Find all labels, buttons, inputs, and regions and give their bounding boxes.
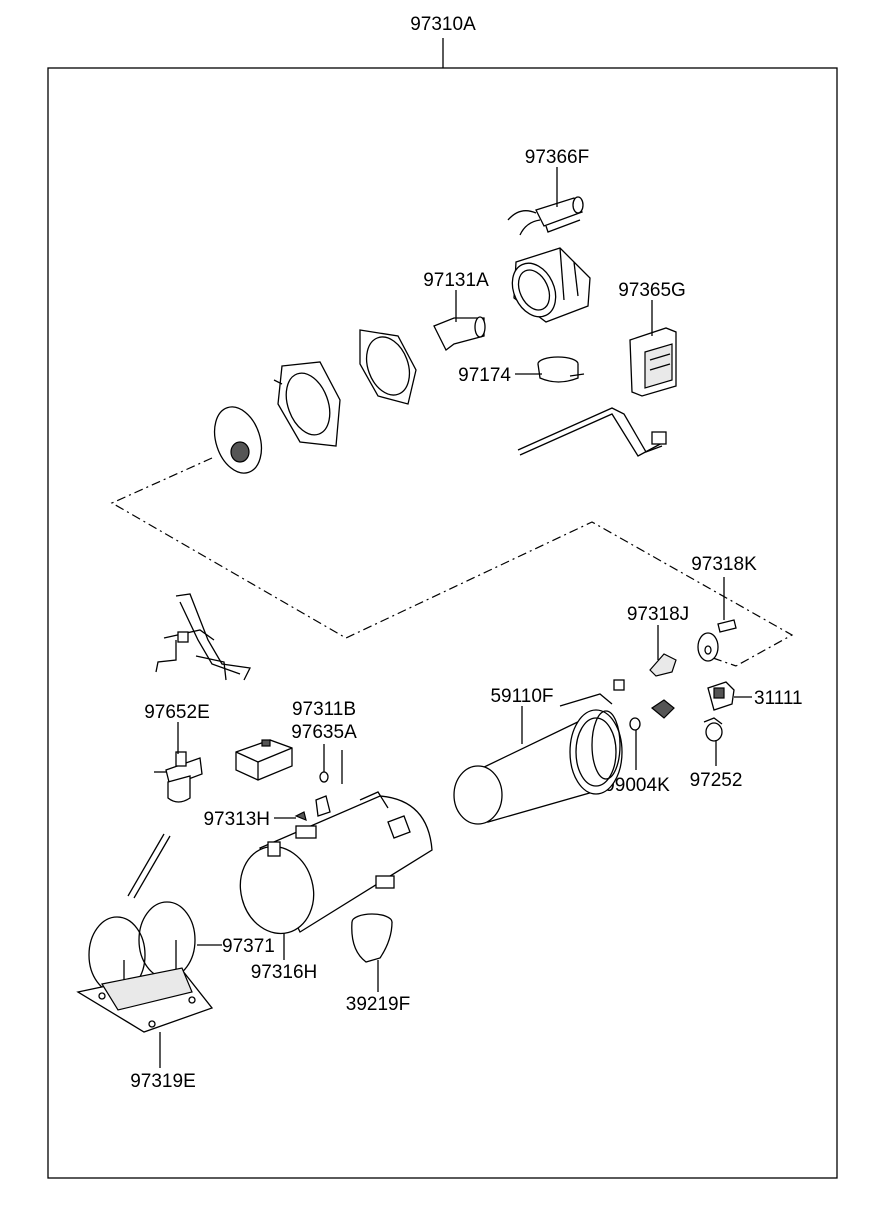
part-97319E-drawing <box>76 967 214 1033</box>
blower-housing-drawing <box>273 361 341 447</box>
label-97635A[interactable]: 97635A <box>291 722 357 743</box>
part-97318J-drawing <box>649 653 677 677</box>
sensor-plug-drawing <box>650 699 675 719</box>
part-97652E-drawing <box>154 751 203 803</box>
label-39219F[interactable]: 39219F <box>346 994 410 1015</box>
combustion-housing-drawing <box>511 247 591 323</box>
part-97131A-drawing <box>433 316 486 351</box>
label-97365G[interactable]: 97365G <box>618 280 686 301</box>
label-97366F[interactable]: 97366F <box>525 147 589 168</box>
label-31111[interactable]: 31111 <box>754 688 803 709</box>
part-97311B-drawing <box>235 739 293 781</box>
small-pipe-drawing <box>133 835 171 899</box>
part-97252-drawing <box>703 717 723 742</box>
label-97311B[interactable]: 97311B <box>292 699 356 720</box>
assembly-label: 97310A <box>410 14 476 35</box>
label-97252[interactable]: 97252 <box>690 770 743 791</box>
label-97313H[interactable]: 97313H <box>203 809 270 830</box>
label-97371[interactable]: 97371 <box>222 936 275 957</box>
rod-drawing <box>517 407 663 453</box>
label-59110F[interactable]: 59110F <box>490 686 553 707</box>
part-59110F-drawing <box>453 693 623 825</box>
label-97131A[interactable]: 97131A <box>423 270 489 291</box>
part-31111-drawing <box>707 681 735 711</box>
part-97313H-drawing <box>294 811 307 821</box>
part-97365G-drawing <box>629 327 677 397</box>
label-97652E[interactable]: 97652E <box>144 702 210 723</box>
label-97319E[interactable]: 97319E <box>130 1071 196 1092</box>
part-97174-drawing <box>537 356 585 383</box>
label-97318K[interactable]: 97318K <box>691 554 757 575</box>
dashdot-guide-short <box>712 657 737 667</box>
heat-exchanger-flange-drawing <box>359 329 417 405</box>
connector-small-drawing <box>613 679 625 691</box>
part-97318K-drawing <box>717 619 737 633</box>
fan-disc-drawing <box>213 406 263 474</box>
label-97318J[interactable]: 97318J <box>627 604 689 625</box>
part-97635A-drawing <box>319 771 329 783</box>
label-97316H[interactable]: 97316H <box>251 962 318 983</box>
part-97366F-drawing <box>507 196 584 236</box>
label-97174[interactable]: 97174 <box>458 365 511 386</box>
part-39219F-drawing <box>351 913 393 963</box>
washer-drawing <box>697 632 719 662</box>
part-97316H-drawing <box>239 791 433 935</box>
fuel-line-drawing <box>155 593 251 681</box>
label-99004K[interactable]: 99004K <box>604 775 670 796</box>
part-99004K-drawing <box>629 717 641 731</box>
dashdot-guide <box>110 457 794 667</box>
